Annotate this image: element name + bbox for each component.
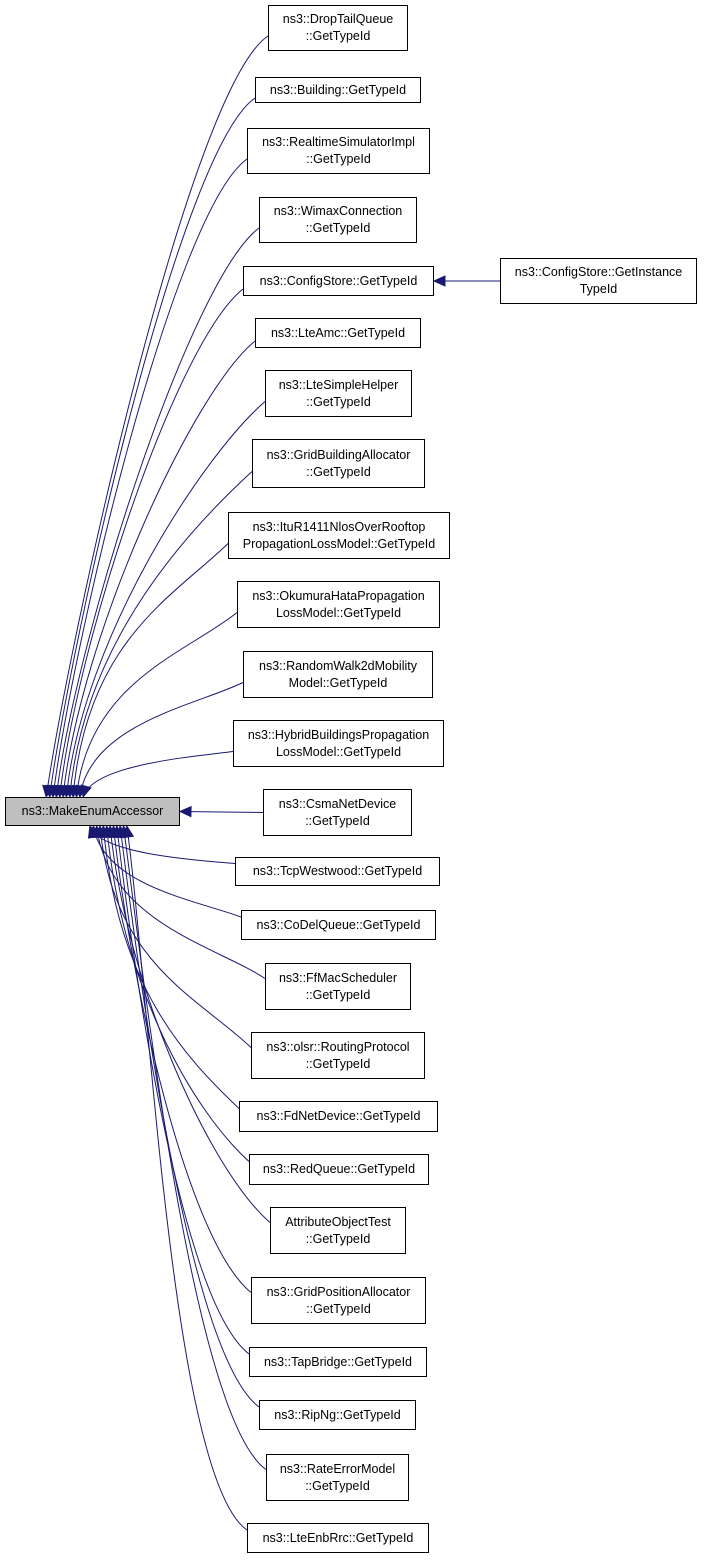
- node-label-line: ns3::RandomWalk2dMobility: [259, 658, 417, 673]
- caller-ltesimplehelper-edge: [65, 401, 266, 798]
- caller-okumurahata-edge: [75, 612, 238, 798]
- caller-node-building[interactable]: ns3::Building::GetTypeId: [255, 77, 421, 103]
- node-label-line: PropagationLossModel::GetTypeId: [242, 536, 436, 551]
- caller-attributeobjecttest-edge: [109, 825, 271, 1223]
- node-label-line: ns3::HybridBuildingsPropagation: [247, 727, 430, 742]
- caller-node-csmanetdevice[interactable]: ns3::CsmaNetDevice::GetTypeId: [263, 789, 412, 836]
- node-label-line: ns3::Building::GetTypeId: [269, 82, 407, 97]
- caller-node-ltesimplehelper[interactable]: ns3::LteSimpleHelper::GetTypeId: [265, 370, 412, 417]
- caller-node-tapbridge[interactable]: ns3::TapBridge::GetTypeId: [249, 1347, 427, 1377]
- caller-lteamc-edge: [62, 340, 256, 798]
- caller-droptailqueue-edge: [45, 35, 269, 798]
- caller-node-redqueue[interactable]: ns3::RedQueue::GetTypeId: [249, 1154, 429, 1185]
- caller-olsrrouting-edge: [99, 825, 252, 1048]
- node-label-line: ns3::GridBuildingAllocator: [266, 447, 411, 462]
- caller-node-gridpositionallocator[interactable]: ns3::GridPositionAllocator::GetTypeId: [251, 1277, 426, 1324]
- node-label-line: ns3::DropTailQueue: [282, 12, 394, 26]
- caller-gridpositionallocator-edge: [112, 825, 252, 1293]
- caller-fdnetdevice-edge: [102, 825, 240, 1109]
- caller-rateerrormodel-edge: [122, 825, 267, 1470]
- node-label-line: ns3::LteEnbRrc::GetTypeId: [262, 1530, 414, 1545]
- node-label-line: LossModel::GetTypeId: [275, 744, 402, 759]
- root-node-make-enum-accessor: ns3::MakeEnumAccessor: [5, 797, 180, 826]
- node-label-line: ns3::RedQueue::GetTypeId: [262, 1162, 416, 1176]
- caller-csmanetdevice-edge: [179, 811, 264, 813]
- caller-building-edge: [49, 97, 256, 798]
- node-label-line: ns3::RealtimeSimulatorImpl: [262, 135, 415, 149]
- node-label-line: ns3::CsmaNetDevice: [278, 796, 397, 811]
- caller-lteenbrrc-arrowhead: [122, 824, 135, 839]
- node-label-line: ns3::WimaxConnection: [273, 204, 403, 218]
- node-label-line: ns3::ConfigStore::GetInstance: [514, 265, 683, 279]
- caller-wimaxconnection-edge: [55, 227, 260, 798]
- caller-csmanetdevice-arrowhead: [178, 805, 192, 818]
- caller-node-codelqueue[interactable]: ns3::CoDelQueue::GetTypeId: [241, 910, 436, 940]
- node-label-line: ns3::ConfigStore::GetTypeId: [259, 273, 418, 288]
- node-label-line: ::GetTypeId: [306, 394, 371, 409]
- node-label-line: ns3::MakeEnumAccessor: [21, 804, 164, 818]
- node-label-line: ::GetTypeId: [305, 987, 371, 1002]
- node-label-line: ::GetTypeId: [305, 1056, 371, 1071]
- caller-node-gridbuildingallocator[interactable]: ns3::GridBuildingAllocator::GetTypeId: [252, 439, 425, 488]
- node-label-line: ns3::TcpWestwood::GetTypeId: [252, 864, 423, 878]
- caller-itur1411-edge: [72, 543, 229, 798]
- caller-gridbuildingallocator-edge: [69, 471, 253, 798]
- node-label-line: ns3::FfMacScheduler: [278, 970, 398, 985]
- caller-tapbridge-edge: [116, 825, 250, 1355]
- caller-node-ripng[interactable]: ns3::RipNg::GetTypeId: [259, 1400, 416, 1430]
- node-label-line: ns3::FdNetDevice::GetTypeId: [256, 1109, 421, 1123]
- caller-ripng-edge: [119, 825, 260, 1408]
- caller-hybridbuildings-edge: [82, 751, 234, 798]
- node-label-line: ns3::GridPositionAllocator: [266, 1284, 411, 1299]
- node-label-line: Model::GetTypeId: [288, 675, 388, 690]
- node-label-line: ::GetTypeId: [305, 221, 371, 235]
- caller-node-olsrrouting[interactable]: ns3::olsr::RoutingProtocol::GetTypeId: [251, 1032, 425, 1079]
- caller-node-rateerrormodel[interactable]: ns3::RateErrorModel::GetTypeId: [266, 1454, 409, 1501]
- node-label-line: ::GetTypeId: [305, 1231, 371, 1246]
- caller-configstore-edge: [59, 288, 244, 798]
- caller-lteenbrrc-edge: [126, 825, 248, 1531]
- node-label-line: TypeId: [579, 282, 618, 296]
- caller-node-lteamc[interactable]: ns3::LteAmc::GetTypeId: [255, 318, 421, 348]
- caller-node-lteenbrrc[interactable]: ns3::LteEnbRrc::GetTypeId: [247, 1523, 429, 1553]
- node-label-line: ns3::OkumuraHataPropagation: [252, 588, 425, 603]
- node-label-line: ns3::olsr::RoutingProtocol: [266, 1039, 410, 1054]
- caller-redqueue-edge: [106, 825, 250, 1162]
- node-label-line: ::GetTypeId: [306, 1301, 371, 1316]
- caller-node-attributeobjecttest[interactable]: AttributeObjectTest::GetTypeId: [270, 1207, 406, 1254]
- node-label-line: ns3::TapBridge::GetTypeId: [263, 1354, 412, 1369]
- node-label-line: ns3::ItuR1411NlosOverRooftop: [252, 519, 426, 534]
- node-label-line: ns3::RipNg::GetTypeId: [274, 1407, 401, 1422]
- caller-node-tcpwestwood[interactable]: ns3::TcpWestwood::GetTypeId: [235, 857, 440, 886]
- caller-node-fdnetdevice[interactable]: ns3::FdNetDevice::GetTypeId: [239, 1101, 438, 1132]
- node-label-line: ::GetTypeId: [305, 29, 371, 43]
- caller-realtimesimulatorimpl-edge: [52, 158, 248, 798]
- caller-node-droptailqueue[interactable]: ns3::DropTailQueue::GetTypeId: [268, 5, 408, 51]
- caller-node-ffmacscheduler[interactable]: ns3::FfMacScheduler::GetTypeId: [265, 963, 411, 1010]
- node-label-line: ns3::CoDelQueue::GetTypeId: [256, 917, 421, 932]
- node-label-line: AttributeObjectTest: [285, 1214, 391, 1229]
- caller-ffmacscheduler-edge: [96, 825, 266, 979]
- secondary-configstore-getinstancetypeid-arrowhead: [432, 275, 446, 287]
- node-label-line: ns3::LteAmc::GetTypeId: [270, 325, 406, 340]
- node-label-line: ::GetTypeId: [305, 813, 370, 828]
- node-label-line: ns3::RateErrorModel: [279, 1461, 396, 1476]
- caller-node-realtimesimulatorimpl[interactable]: ns3::RealtimeSimulatorImpl::GetTypeId: [247, 128, 430, 174]
- node-label-line: ::GetTypeId: [306, 152, 371, 166]
- node-label-line: ::GetTypeId: [306, 464, 371, 479]
- node-label-line: ::GetTypeId: [305, 1478, 370, 1493]
- caller-randomwalk2d-edge: [79, 682, 244, 798]
- caller-node-wimaxconnection[interactable]: ns3::WimaxConnection::GetTypeId: [259, 197, 417, 243]
- node-label-line: ns3::LteSimpleHelper: [278, 377, 399, 392]
- node-label-line: LossModel::GetTypeId: [275, 605, 402, 620]
- caller-node-configstore[interactable]: ns3::ConfigStore::GetTypeId: [243, 266, 434, 296]
- caller-hybridbuildings-arrowhead: [80, 784, 92, 799]
